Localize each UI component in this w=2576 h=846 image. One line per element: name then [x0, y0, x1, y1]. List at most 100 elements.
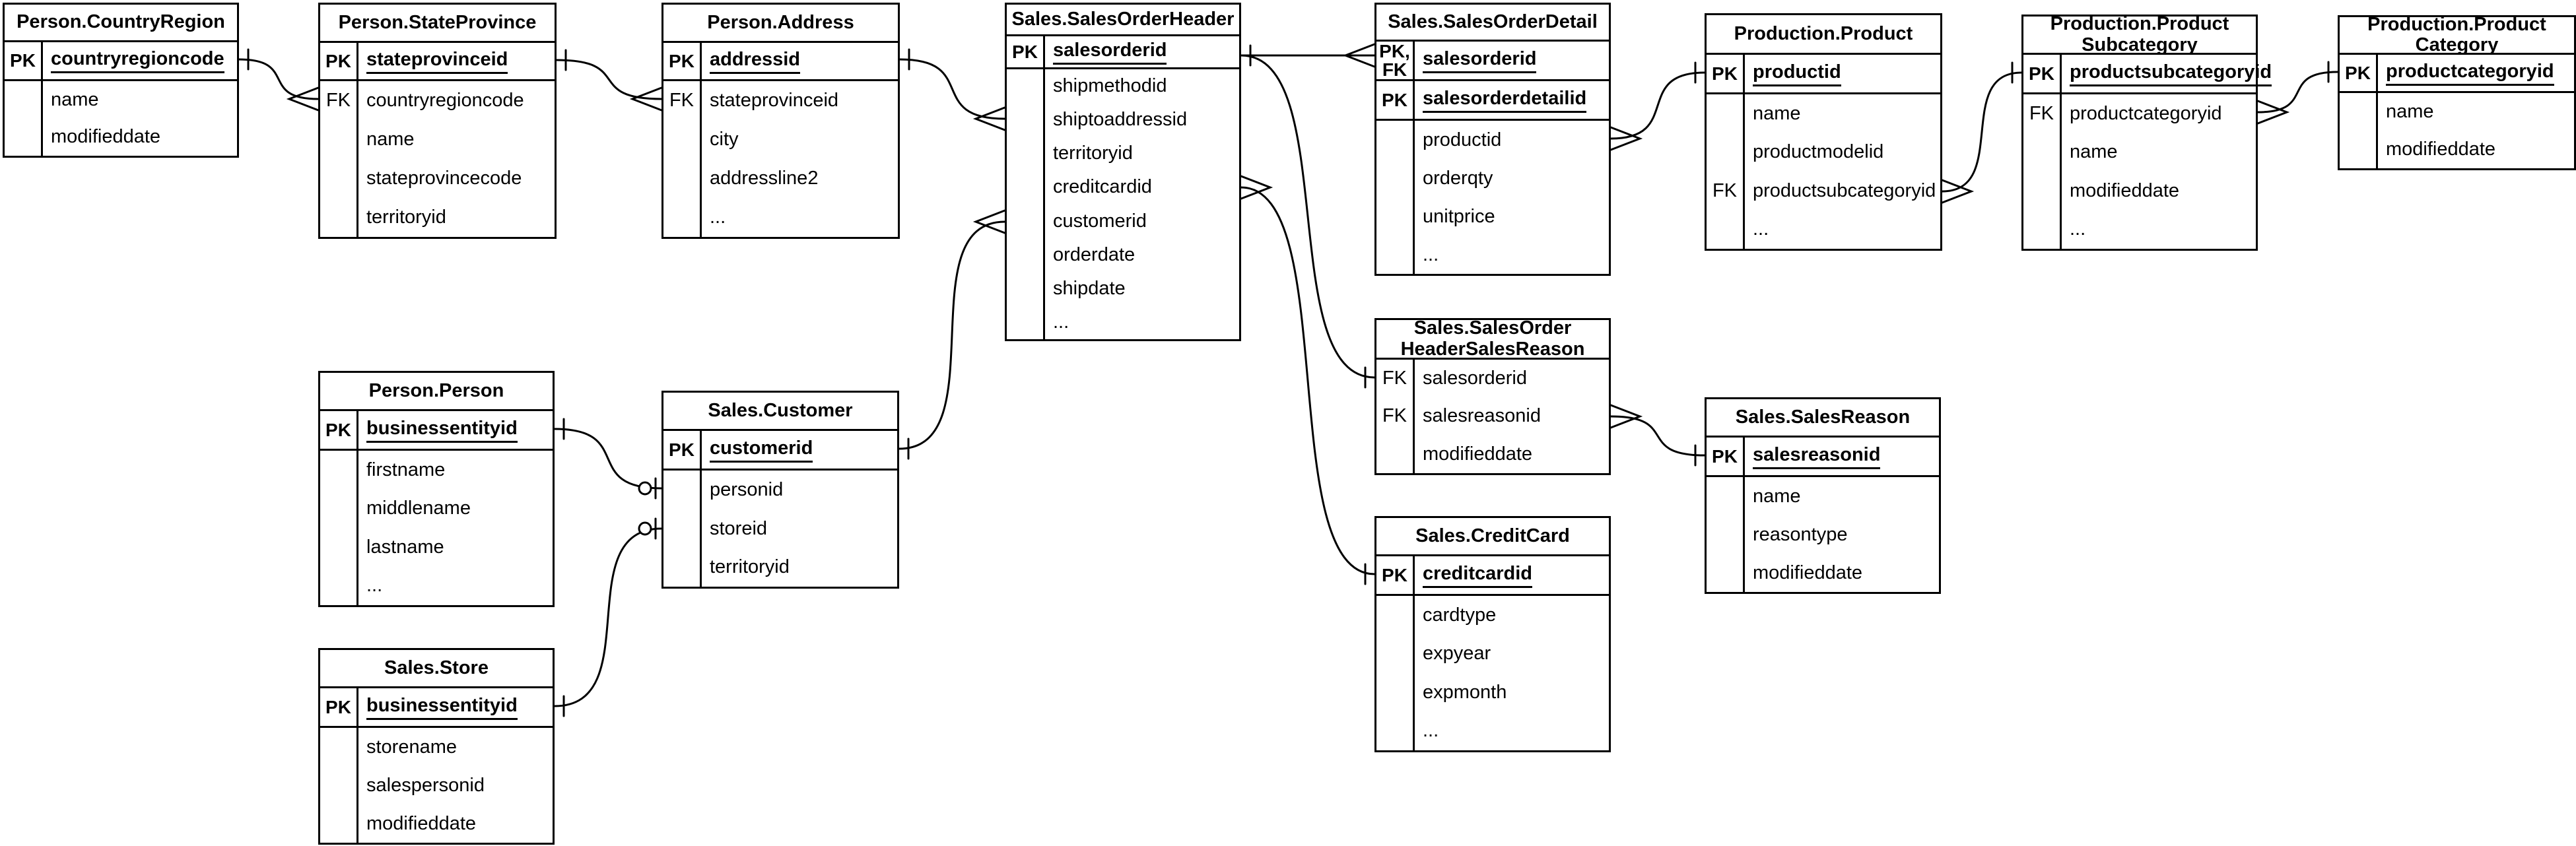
column-key-label: FK [1382, 368, 1407, 389]
column-name: lastname [366, 536, 444, 558]
column-name: name [1753, 485, 1801, 507]
key-column-name: salesorderdetailid [1423, 88, 1587, 113]
column-name: cardtype [1423, 604, 1497, 626]
connector-productsubcategory-productcategory[interactable] [2256, 61, 2339, 125]
column-row: lastname [320, 528, 553, 567]
connector-salesorderheader-salesorderdetail[interactable] [1240, 43, 1376, 68]
column-name: city [710, 129, 739, 150]
column-name: creditcardid [1053, 176, 1152, 198]
column-name: productsubcategoryid [1753, 179, 1936, 201]
column-name: stateprovinceid [710, 90, 839, 111]
key-label: PK, FK [1379, 40, 1410, 80]
relationship-line [1240, 54, 1376, 379]
column-key-label: FK [1712, 179, 1738, 201]
connector-stateprovince-address[interactable] [555, 49, 663, 112]
column-row: middlename [320, 490, 553, 529]
column-key-label: FK [669, 90, 695, 111]
connector-address-salesorderheader[interactable] [898, 48, 1006, 131]
key-label: PK [1712, 445, 1738, 467]
connector-salesorderdetail-product[interactable] [1610, 61, 1706, 151]
key-column-name: businessentityid [366, 695, 518, 720]
column-row: FK productsubcategoryid [1707, 172, 1940, 211]
column-name: modifieddate [2386, 139, 2496, 160]
key-column-divider [1743, 438, 1745, 592]
column-row: ... [1376, 236, 1609, 274]
column-name: expmonth [1423, 681, 1507, 703]
column-name: ... [1423, 720, 1439, 742]
key-label: PK [325, 696, 351, 717]
key-label: PK [325, 50, 351, 71]
column-name: stateprovincecode [366, 168, 522, 189]
connector-person-customer[interactable] [553, 418, 663, 500]
table-title: Person.StateProvince [320, 5, 555, 43]
column-name: firstname [366, 459, 446, 480]
column-row: expyear [1376, 635, 1609, 674]
column-row: ... [1707, 211, 1940, 249]
table-title: Person.Address [663, 5, 898, 43]
connector-salesorderheader-headersalesreason[interactable] [1240, 54, 1376, 389]
table-title: Sales.Store [320, 650, 553, 688]
many-cardinality-crow-foot [286, 86, 320, 112]
key-column-name: productid [1753, 61, 1841, 86]
connector-product-productsubcategory[interactable] [1941, 61, 2023, 204]
column-row: modifieddate [1707, 554, 1939, 592]
connector-store-customer[interactable] [553, 517, 663, 717]
key-column-divider [41, 42, 43, 156]
column-row: FK stateprovinceid [663, 81, 898, 120]
key-label: PK [1382, 564, 1407, 585]
column-row: reasontype [1707, 515, 1939, 554]
many-cardinality-crow-foot [1610, 404, 1643, 429]
column-name: shipdate [1053, 277, 1126, 299]
column-name: modifieddate [1423, 443, 1533, 465]
column-row: productid [1376, 121, 1609, 159]
column-name: salesreasonid [1423, 405, 1541, 427]
key-column-name: salesreasonid [1753, 444, 1881, 469]
column-name: productcategoryid [2070, 102, 2222, 124]
column-row: orderdate [1007, 238, 1239, 272]
column-row: modifieddate [2340, 131, 2574, 168]
column-key-label: FK [1382, 405, 1407, 427]
column-name: storename [366, 736, 458, 758]
zero-cardinality-circle [638, 521, 652, 536]
column-row: modifieddate [1376, 436, 1609, 473]
table-title: Person.Person [320, 373, 553, 411]
connector-headersalesreason-salesreason[interactable] [1610, 404, 1706, 467]
relationship-line [238, 58, 320, 100]
column-name: ... [1753, 218, 1769, 240]
column-name: name [2070, 141, 2118, 163]
connector-countryregion-stateprovince[interactable] [238, 48, 320, 112]
key-label: PK [325, 419, 351, 440]
column-name: salespersonid [366, 774, 485, 796]
column-row: addressline2 [663, 159, 898, 198]
many-cardinality-crow-foot [972, 209, 1006, 234]
key-row: PK salesreasonid [1707, 438, 1939, 477]
zero-cardinality-circle [638, 481, 652, 496]
column-row: modifieddate [5, 119, 237, 156]
connector-salesorderheader-creditcard[interactable] [1240, 175, 1376, 585]
connector-customer-salesorderheader[interactable] [898, 209, 1006, 460]
